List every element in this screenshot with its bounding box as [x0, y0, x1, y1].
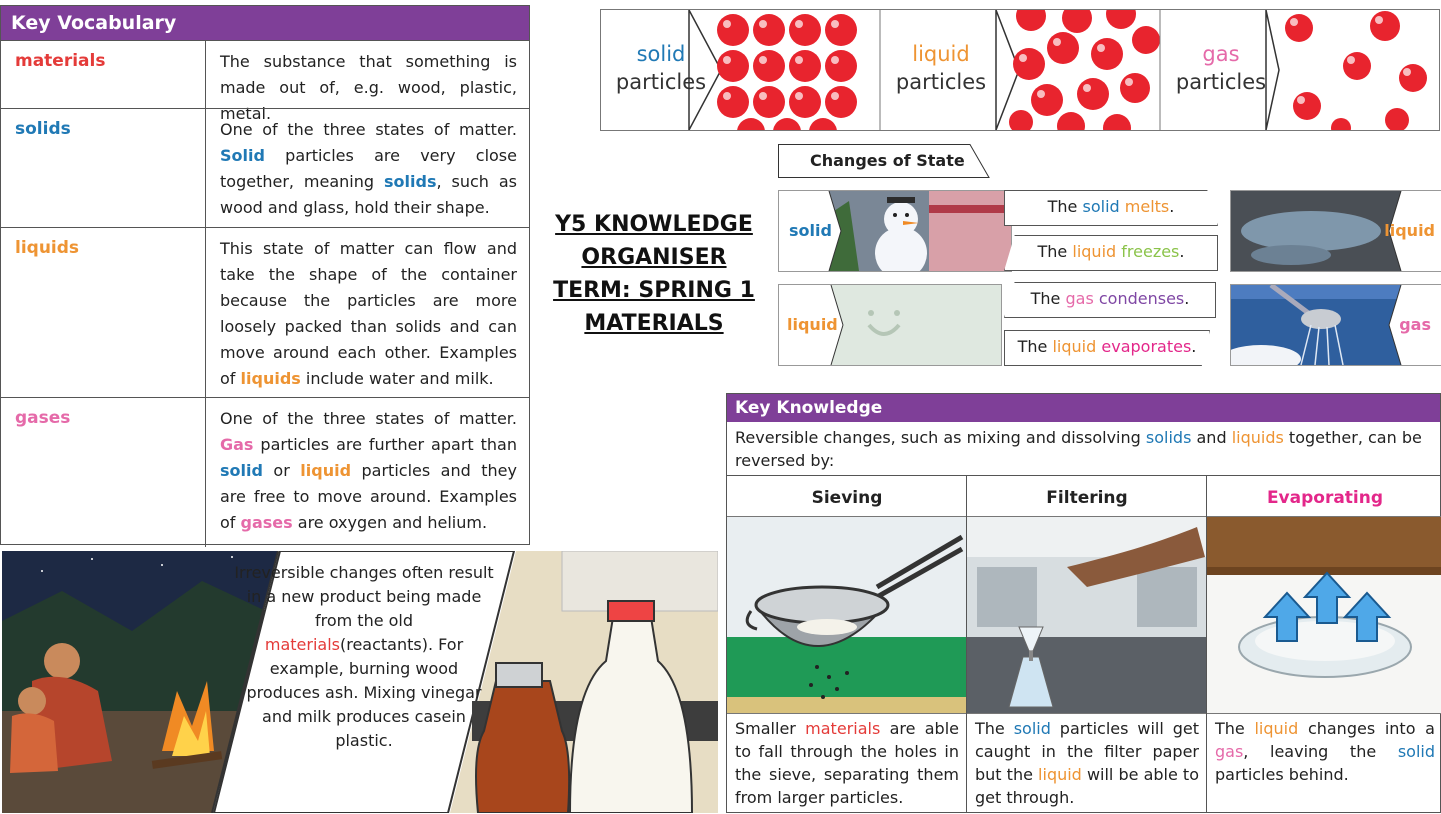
evaporating-picture	[1207, 516, 1441, 714]
vocab-row-gases: gases One of the three states of matter.…	[1, 397, 529, 547]
evaporates-statement: The liquid evaporates.	[1004, 330, 1210, 366]
irreversible-changes-panel: Irreversible changes often result in a n…	[2, 551, 718, 813]
vocab-term: liquids	[15, 238, 80, 258]
vocab-definition: The substance that something is made out…	[205, 41, 529, 123]
freezes-statement: The liquid freezes.	[1004, 235, 1218, 271]
vocab-definition: This state of matter can flow and take t…	[205, 228, 529, 398]
evaporating-column: Evaporating The liquid changes into a ga…	[1206, 475, 1441, 812]
puddle-picture: liquid	[1230, 190, 1441, 272]
sieving-text: Smaller materials are able to fall throu…	[735, 719, 959, 807]
vocab-term: materials	[15, 51, 106, 71]
changes-of-state-title-box: Changes of State	[778, 144, 990, 178]
key-knowledge-panel: Key Knowledge Reversible changes, such a…	[726, 393, 1441, 813]
page-title: Y5 KNOWLEDGE ORGANISER TERM: SPRING 1 MA…	[553, 212, 755, 336]
vocab-definition: One of the three states of matter. Solid…	[205, 109, 529, 228]
key-vocabulary-table: Key Vocabulary materials The substance t…	[0, 5, 530, 547]
vocab-row-materials: materials The substance that something i…	[1, 40, 529, 123]
key-knowledge-heading: Key Knowledge	[727, 394, 1440, 422]
row1-left-state: solid	[789, 221, 832, 240]
key-knowledge-intro: Reversible changes, such as mixing and d…	[735, 428, 1422, 470]
vocab-definition: One of the three states of matter. Gas p…	[205, 398, 529, 547]
key-vocabulary-heading: Key Vocabulary	[1, 6, 529, 40]
shower-picture: gas	[1230, 284, 1441, 366]
filtering-column: Filtering The solid particles will get c…	[966, 475, 1207, 812]
changes-of-state: Changes of State solid The solid melts. …	[778, 144, 1441, 366]
sieving-column: Sieving Smaller materials are able to fa…	[726, 475, 967, 812]
vocab-row-solids: solids One of the three states of matter…	[1, 108, 529, 228]
irreversible-text: Irreversible changes often result in a n…	[234, 563, 494, 750]
melts-statement: The solid melts.	[1004, 190, 1218, 226]
changes-of-state-title: Changes of State	[810, 151, 965, 170]
filter-picture	[967, 516, 1207, 714]
vocab-term: gases	[15, 408, 71, 428]
filtering-text: The solid particles will get caught in t…	[975, 719, 1199, 807]
irreversible-illustration	[2, 551, 718, 813]
row1-right-state: liquid	[1384, 221, 1435, 240]
evaporating-text: The liquid changes into a gas, leaving t…	[1215, 719, 1435, 784]
evaporating-title: Evaporating	[1266, 488, 1384, 508]
row2-left-state: liquid	[787, 315, 838, 334]
liquid-particles-illustration	[995, 10, 1161, 130]
snowman-picture: solid	[778, 190, 1012, 272]
filtering-title: Filtering	[1046, 488, 1128, 508]
steamy-glass-picture: liquid	[778, 284, 1002, 366]
sieve-picture	[727, 516, 967, 714]
vocab-term: solids	[15, 119, 71, 139]
gas-particles-illustration	[1265, 10, 1427, 130]
solid-particles-illustration	[688, 10, 881, 130]
condenses-statement: The gas condenses.	[1004, 282, 1216, 318]
vocab-row-liquids: liquids This state of matter can flow an…	[1, 227, 529, 398]
row2-right-state: gas	[1399, 315, 1431, 334]
sieving-title: Sieving	[811, 488, 883, 508]
